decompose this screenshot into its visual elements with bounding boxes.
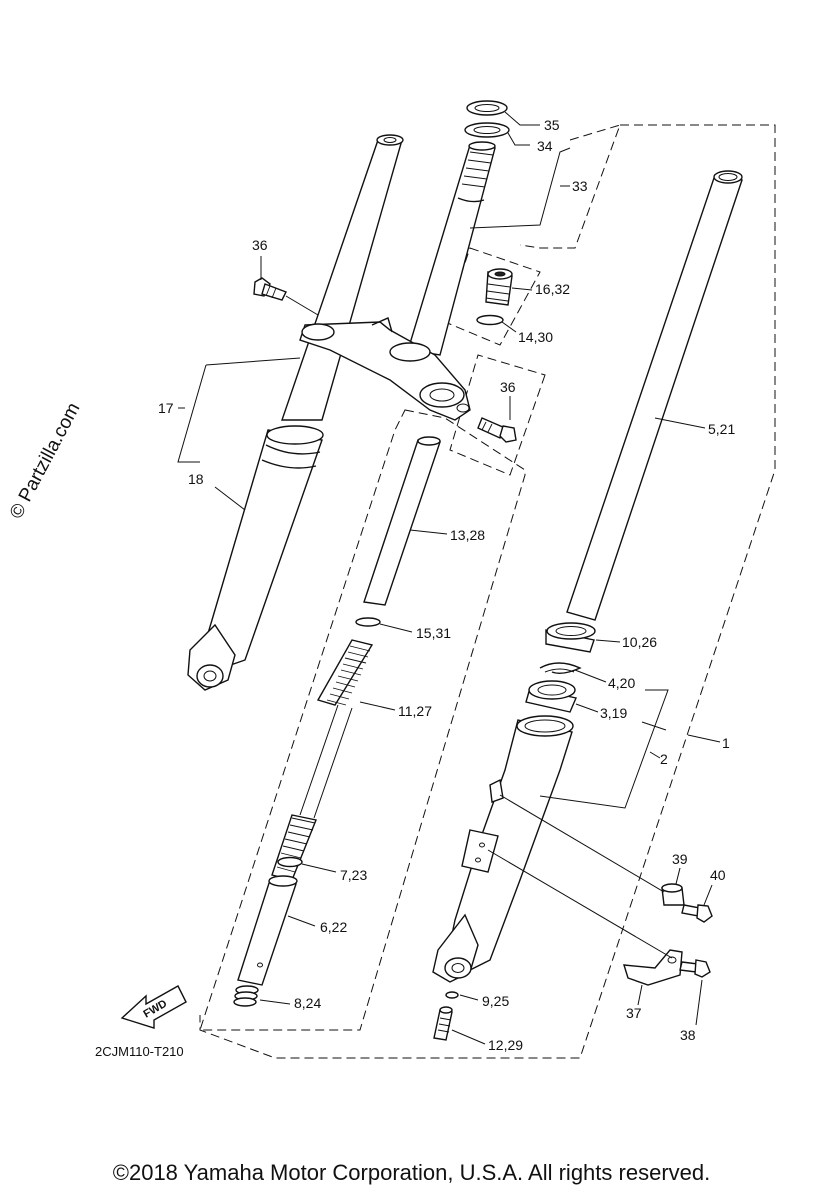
left-fork-assembled bbox=[187, 134, 404, 691]
bearing-race-34 bbox=[464, 122, 510, 138]
rebound-spring-8-24 bbox=[233, 985, 259, 1007]
dashed-box-outer-fork-assembly bbox=[199, 124, 776, 1059]
bracket-37 bbox=[623, 949, 683, 986]
callout-38: 38 bbox=[680, 1027, 696, 1043]
callout-3-19: 3,19 bbox=[600, 705, 627, 721]
dashed-line-steering-stem bbox=[519, 124, 621, 249]
callout-11-27: 11,27 bbox=[398, 703, 432, 719]
outer-tube-2 bbox=[432, 715, 574, 983]
callout-2: 2 bbox=[660, 751, 668, 767]
callout-15-31: 15,31 bbox=[416, 625, 451, 641]
callout-16-32: 16,32 bbox=[535, 281, 570, 297]
cap-bolt-16-32 bbox=[485, 268, 513, 306]
callout-8-24: 8,24 bbox=[294, 995, 321, 1011]
leader-lines bbox=[177, 111, 721, 1045]
callout-37: 37 bbox=[626, 1005, 642, 1021]
callout-36-lower: 36 bbox=[500, 379, 516, 395]
callout-1: 1 bbox=[722, 735, 730, 751]
gasket-9-25 bbox=[445, 991, 459, 999]
fwd-arrow-icon: FWD bbox=[120, 985, 187, 1029]
copyright-notice: ©2018 Yamaha Motor Corporation, U.S.A. A… bbox=[112, 1160, 711, 1185]
callout-36-upper: 36 bbox=[252, 237, 268, 253]
callout-4-20: 4,20 bbox=[608, 675, 635, 691]
bolt-40 bbox=[681, 904, 713, 923]
collar-39 bbox=[661, 883, 685, 906]
retaining-clip-4-20 bbox=[539, 662, 582, 675]
pinch-bolt-36-upper bbox=[253, 277, 287, 301]
callout-14-30: 14,30 bbox=[518, 329, 553, 345]
fork-spring-11-27 bbox=[271, 639, 374, 881]
callout-17: 17 bbox=[158, 400, 174, 416]
callout-18: 18 bbox=[188, 471, 204, 487]
spacer-pipe-13-28 bbox=[363, 436, 441, 606]
damper-rod-6-22 bbox=[237, 875, 298, 986]
callout-12-29: 12,29 bbox=[488, 1037, 523, 1053]
callout-34: 34 bbox=[537, 138, 553, 154]
under-bracket-steering-stem bbox=[299, 141, 496, 421]
callout-10-26: 10,26 bbox=[622, 634, 657, 650]
washer-15-31 bbox=[355, 617, 381, 627]
oil-seal-3-19 bbox=[525, 680, 577, 713]
callout-35: 35 bbox=[544, 117, 560, 133]
bolt-38 bbox=[679, 959, 711, 978]
diagram-code: 2CJM110-T210 bbox=[95, 1044, 184, 1059]
inner-tube-5-21 bbox=[566, 170, 743, 621]
bearing-seal-35 bbox=[466, 100, 508, 116]
pinch-bolt-36-lower bbox=[477, 417, 517, 443]
dust-seal-10-26 bbox=[545, 622, 596, 653]
callout-13-28: 13,28 bbox=[450, 527, 485, 543]
retaining-clip-4-20-inner bbox=[544, 668, 575, 673]
damper-bolt-12-29 bbox=[433, 1006, 453, 1041]
o-ring-14-30 bbox=[476, 314, 504, 326]
partzilla-watermark: © Partzilla.com bbox=[6, 399, 85, 522]
callout-40: 40 bbox=[710, 867, 726, 883]
callout-labels: 35 34 33 36 16,32 14,30 36 17 18 5,21 13… bbox=[158, 117, 735, 1053]
callout-33: 33 bbox=[572, 178, 588, 194]
callout-6-22: 6,22 bbox=[320, 919, 347, 935]
piston-ring-7-23 bbox=[277, 856, 303, 868]
dashed-box-pinch-bolt bbox=[449, 354, 546, 476]
dashed-box-inner-fork-parts bbox=[199, 409, 526, 1031]
callout-5-21: 5,21 bbox=[708, 421, 735, 437]
callout-39: 39 bbox=[672, 851, 688, 867]
callout-9-25: 9,25 bbox=[482, 993, 509, 1009]
callout-7-23: 7,23 bbox=[340, 867, 367, 883]
